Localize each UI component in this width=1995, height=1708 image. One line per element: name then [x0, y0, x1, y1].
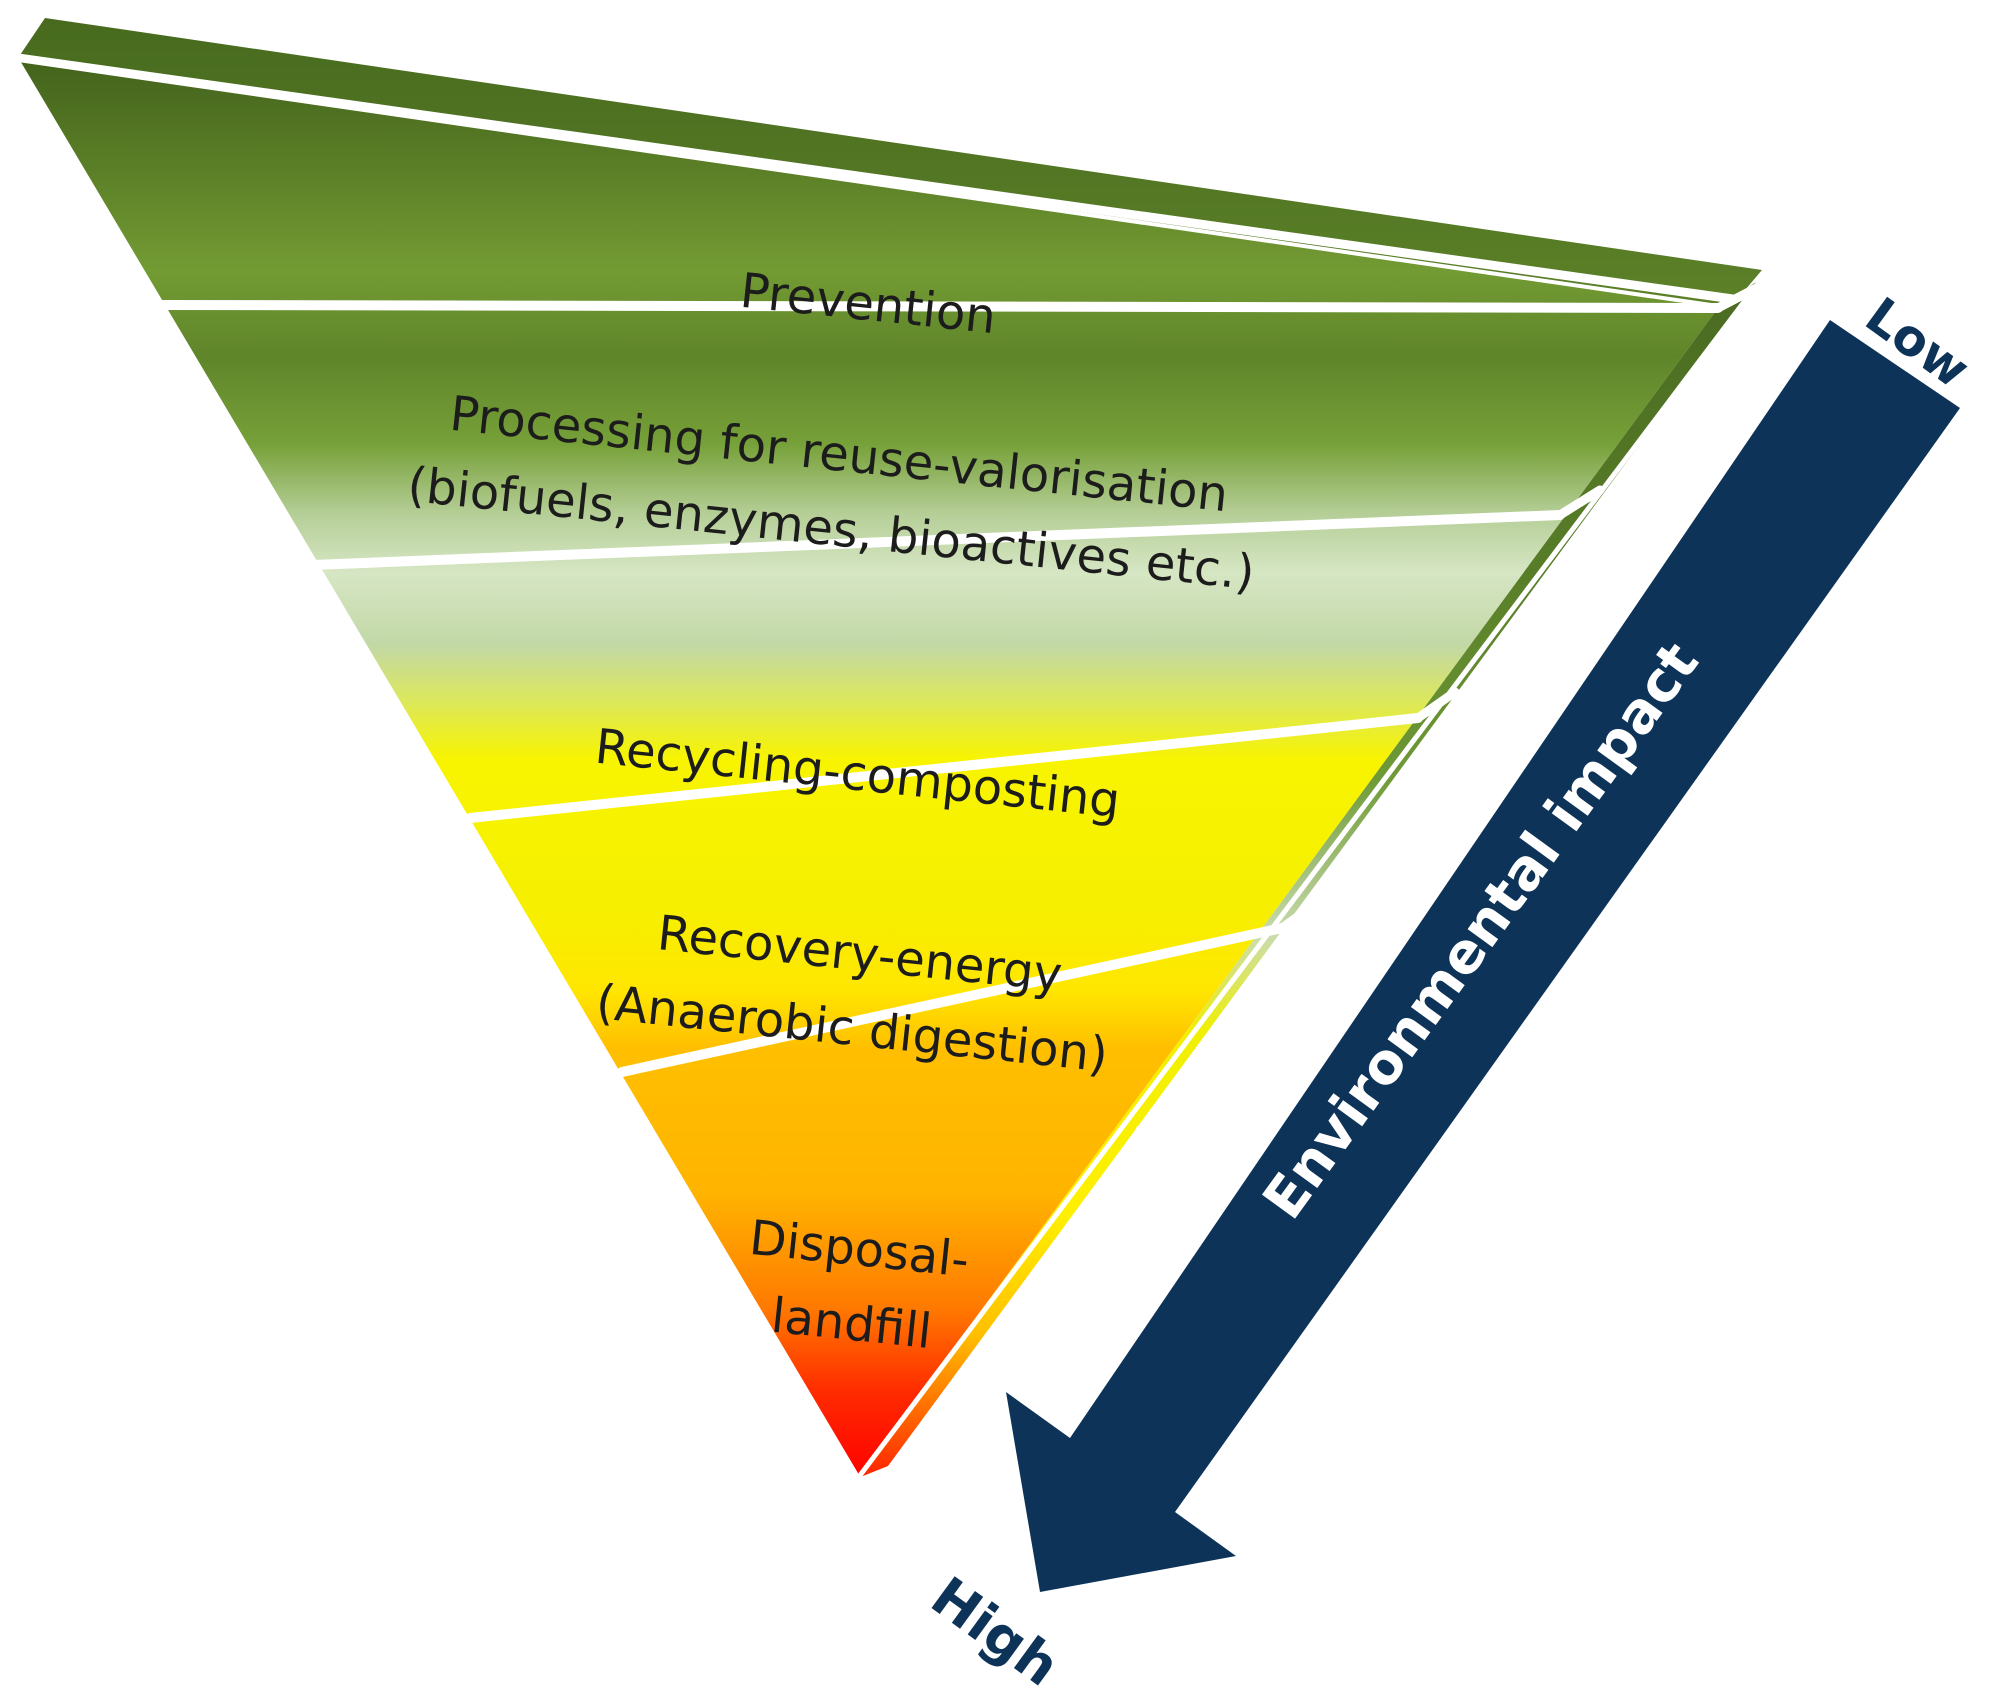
pyramid-outline: [15, 60, 1764, 1483]
separator-4: [617, 923, 1287, 1077]
impact-arrow: [1006, 320, 1960, 1592]
side-separator-2: [1555, 485, 1605, 520]
separator-2: [308, 510, 1565, 570]
pyramid-front-face: [18, 62, 1718, 1478]
pyramid-top-face: [18, 18, 1762, 305]
separator-3: [465, 713, 1423, 823]
side-separator-5: [1135, 1103, 1177, 1135]
side-separator-4: [1277, 897, 1323, 933]
tier-separators: [153, 300, 1723, 1077]
separator-1: [153, 300, 1723, 313]
pyramid-top-edge: [17, 53, 1741, 305]
